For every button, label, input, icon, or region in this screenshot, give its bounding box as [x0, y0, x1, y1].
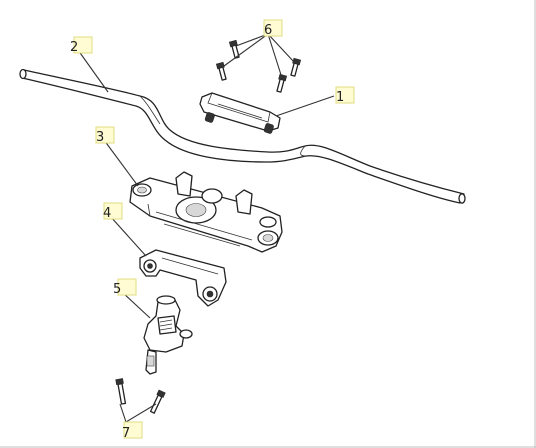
callout-4: 4	[103, 202, 123, 221]
leader-1	[275, 95, 335, 117]
svg-text:1: 1	[336, 90, 344, 105]
handlebar	[19, 68, 466, 204]
callout-7: 7	[122, 421, 143, 441]
svg-text:4: 4	[103, 206, 111, 221]
steering-lock-assembly	[143, 295, 193, 375]
svg-text:5: 5	[113, 282, 121, 297]
callout-2: 2	[70, 36, 93, 55]
leader-lines	[77, 33, 335, 423]
leader-4	[109, 215, 147, 257]
lock-mounting-bolts	[115, 378, 166, 414]
callout-3: 3	[95, 126, 115, 145]
callout-6: 6	[263, 19, 283, 38]
leader-2	[77, 49, 109, 93]
svg-text:2: 2	[70, 40, 78, 55]
top-triple-clamp	[129, 171, 283, 253]
svg-text:3: 3	[96, 130, 104, 145]
leader-7	[119, 403, 157, 423]
upper-handlebar-clamp	[199, 92, 281, 134]
handlebar-holder-bracket	[139, 249, 227, 307]
leader-3	[103, 139, 139, 187]
clamp-bolts	[215, 39, 302, 93]
leader-6	[223, 33, 295, 79]
svg-text:6: 6	[264, 23, 272, 38]
callout-1: 1	[335, 86, 355, 105]
callout-5: 5	[113, 278, 137, 297]
leader-5	[121, 291, 151, 319]
svg-text:7: 7	[122, 426, 130, 441]
